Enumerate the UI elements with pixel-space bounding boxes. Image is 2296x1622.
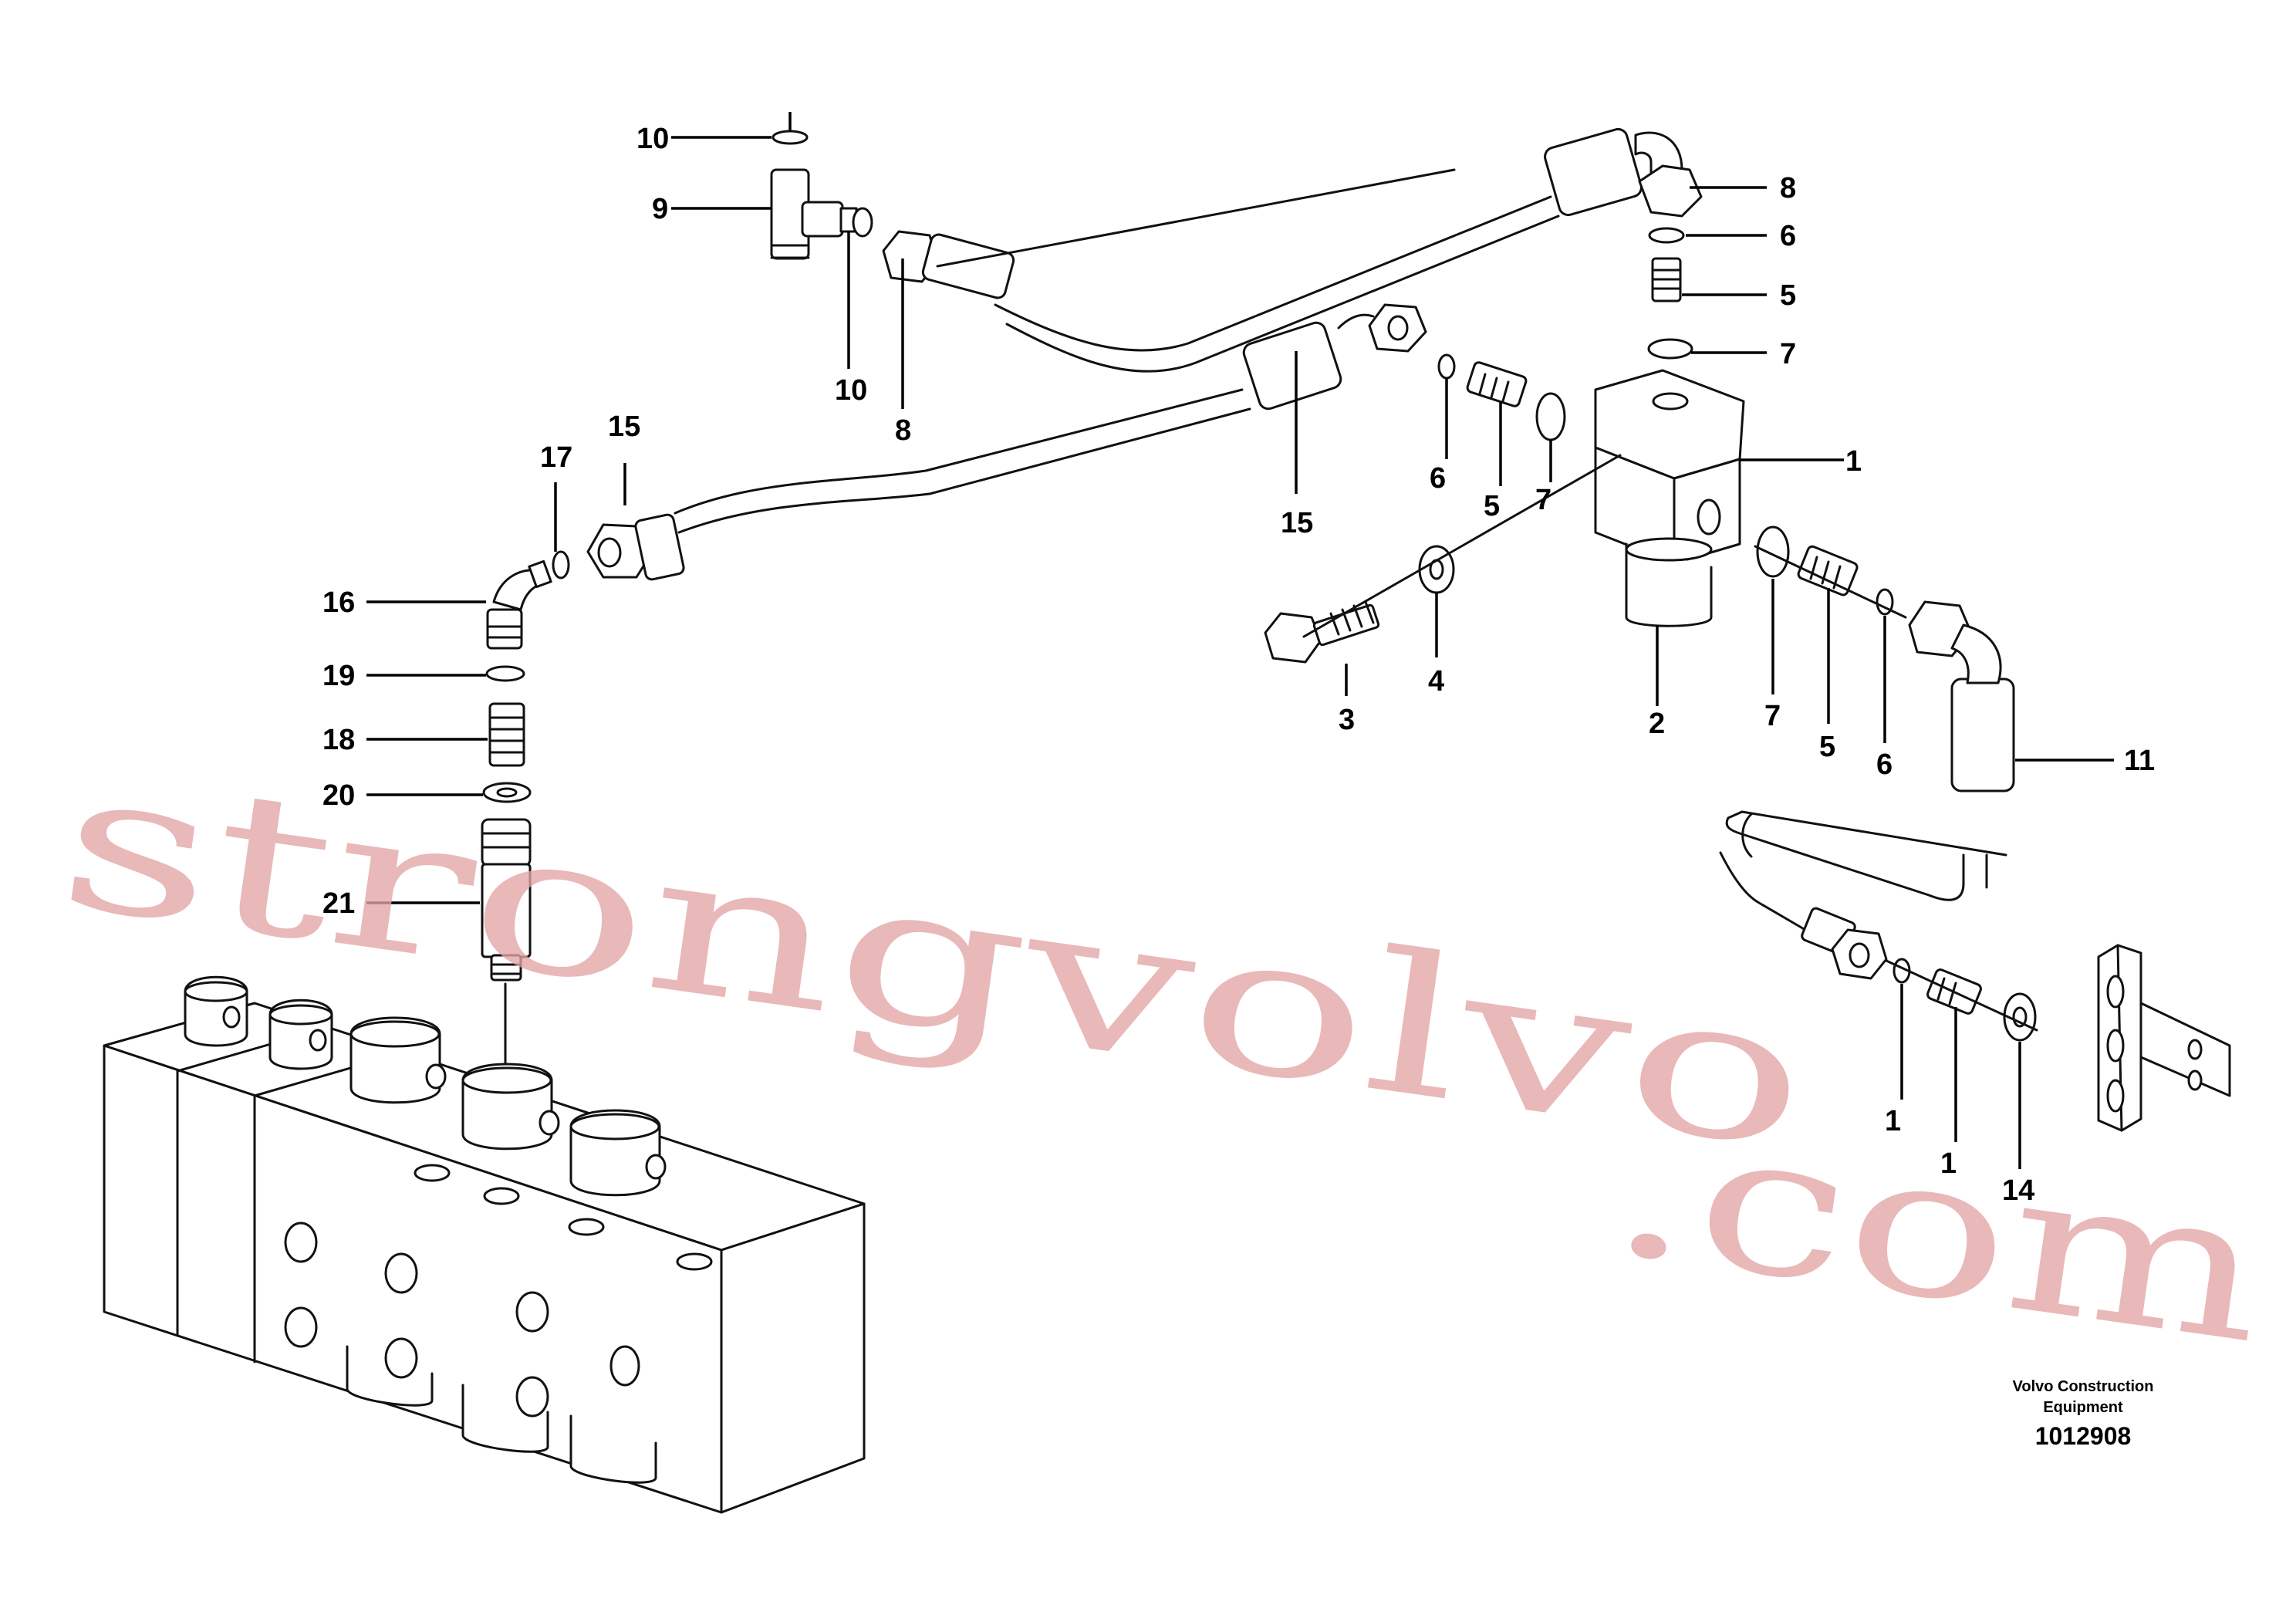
callout-labels: 10 9 10 8 8 6 5 7 1 15 17 15 6 5 7 16 19…	[322, 123, 2155, 1207]
oring-10-top	[772, 130, 809, 145]
callout-2: 2	[1649, 708, 1665, 740]
callout-6-right: 6	[1876, 748, 1893, 781]
tee-fitting-9	[770, 168, 858, 260]
adapter-5-middle	[1466, 361, 1528, 407]
callout-1-lower-right: 1	[1940, 1147, 1957, 1180]
hose-nut-8-left	[882, 230, 1015, 299]
callout-15-middle: 15	[1281, 507, 1313, 539]
hose-nut-middle	[1337, 303, 1427, 353]
washer-4	[1418, 545, 1455, 594]
callout-16: 16	[322, 586, 355, 619]
callout-8-right: 8	[1780, 172, 1796, 204]
washer-7-top	[1647, 338, 1693, 360]
callout-20: 20	[322, 779, 355, 812]
upper-hose	[994, 127, 1643, 373]
callout-11: 11	[2124, 745, 2155, 777]
callout-5-right: 5	[1819, 731, 1835, 763]
adapter-5-right	[1797, 545, 1859, 596]
callout-10-bottom: 10	[835, 374, 867, 407]
solenoid-2	[1625, 537, 1713, 627]
elbow-16	[486, 559, 552, 650]
callout-5-middle: 5	[1484, 490, 1500, 522]
callout-7-middle: 7	[1535, 484, 1551, 516]
callout-1-lower-left: 1	[1885, 1105, 1901, 1137]
callout-6-top: 6	[1780, 220, 1796, 252]
elbow-nut-8-right	[1634, 131, 1703, 218]
callout-10-top: 10	[636, 123, 669, 155]
valve-21	[481, 818, 532, 982]
callout-14: 14	[2002, 1174, 2034, 1207]
callout-8-left: 8	[895, 414, 911, 447]
oring-6-middle	[1437, 353, 1456, 380]
valve-block-1	[1594, 369, 1745, 565]
callout-7-right: 7	[1764, 700, 1781, 732]
bracket	[2097, 944, 2231, 1132]
adapter-18	[488, 702, 525, 767]
bolt-3	[1264, 600, 1380, 664]
hose-11	[1719, 678, 2015, 931]
washer-7-middle	[1535, 392, 1566, 441]
callout-9: 9	[652, 193, 668, 225]
callout-3: 3	[1339, 704, 1355, 736]
washer-7-right	[1756, 525, 1790, 578]
callout-6-middle: 6	[1430, 462, 1446, 495]
callout-5-top: 5	[1780, 279, 1796, 312]
leader-lines	[366, 112, 2114, 1169]
hose-nut-15	[586, 513, 685, 581]
oring-10-side	[852, 207, 873, 238]
washer-20	[482, 782, 532, 803]
elbow-nut-11	[1908, 600, 2002, 684]
credit-line-2: Equipment	[2043, 1399, 2123, 1416]
oring-19	[485, 665, 525, 682]
callout-17: 17	[540, 441, 572, 474]
callout-21: 21	[322, 887, 355, 920]
oring-17	[552, 550, 570, 580]
document-number: 1012908	[2035, 1422, 2132, 1450]
callout-1-valve: 1	[1845, 445, 1862, 478]
hose-nut-11-lower	[1801, 907, 1888, 980]
oring-6-top	[1648, 227, 1685, 244]
credit-block: Volvo Construction Equipment 1012908	[2013, 1378, 2154, 1450]
callout-18: 18	[322, 724, 355, 756]
callout-7-top: 7	[1780, 338, 1796, 370]
credit-line-1: Volvo Construction	[2013, 1378, 2154, 1395]
callout-19: 19	[322, 660, 355, 692]
callout-15-top: 15	[608, 411, 640, 443]
callout-4: 4	[1428, 665, 1444, 698]
main-control-valve	[103, 975, 866, 1514]
watermark-line-2: .com	[1599, 1073, 2279, 1386]
adapter-5-top	[1651, 257, 1682, 302]
middle-hose-15	[674, 321, 1342, 534]
